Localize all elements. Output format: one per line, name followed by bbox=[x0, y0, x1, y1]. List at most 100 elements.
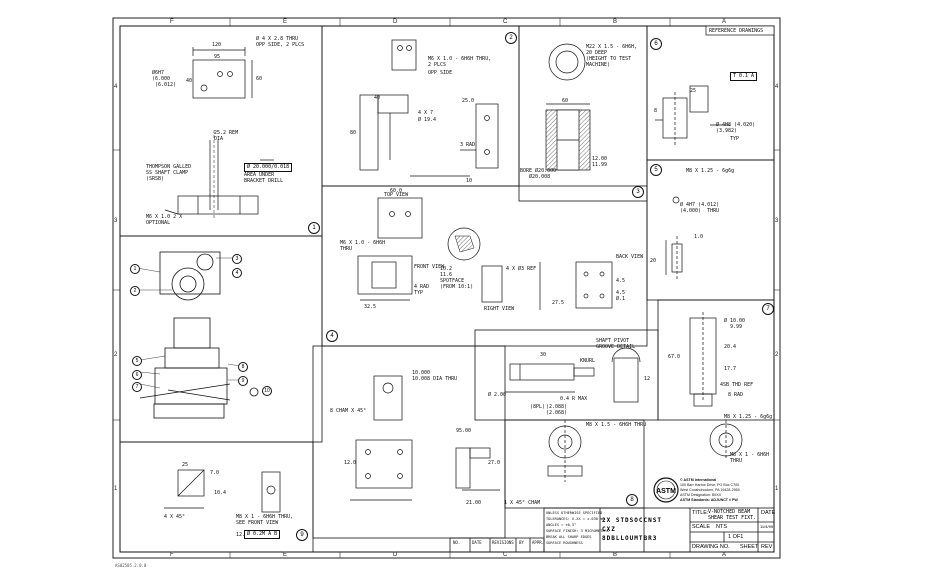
drawing-number-label: DRAWING NO. bbox=[692, 544, 730, 550]
view-number-4: 4 bbox=[326, 330, 338, 342]
v4-back-view: BACK VIEW bbox=[616, 254, 644, 260]
sheet-count: 1 OF1 bbox=[728, 534, 744, 540]
v4-dim-60: 60.0 bbox=[390, 188, 403, 194]
v1-fcf: Ø 20.000/0.018 bbox=[244, 163, 293, 172]
v3-dim-60: 60 bbox=[562, 98, 569, 104]
date-label: DATE bbox=[761, 510, 776, 516]
v8-dim-95: 95.00 bbox=[456, 428, 472, 434]
v1-dim-60: 60 bbox=[256, 76, 263, 82]
v4-right-view: RIGHT VIEW bbox=[484, 306, 515, 312]
assembly-balloon-2: 2 bbox=[130, 286, 140, 296]
v7-thread-2: M8 X 1 - 6H6H THRU bbox=[730, 452, 770, 464]
v2-dim-25: 25.0 bbox=[462, 98, 475, 104]
v3-dim-12: 12.00 bbox=[592, 156, 608, 162]
v6-fcf: T 0.1 A bbox=[730, 72, 758, 81]
v4-ref-note: 4 X Ø3 REF bbox=[506, 266, 537, 272]
company-line-5: ASTM Standards: ADJUNCT # PW bbox=[680, 498, 738, 502]
v4-front-view: FRONT VIEW bbox=[414, 264, 445, 270]
view-number-5: 5 bbox=[650, 164, 662, 176]
assembly-balloon-3: 3 bbox=[232, 254, 242, 264]
v1-clamp-label: THOMPSON GALLED SS SHAFT CLAMP (SRSB) bbox=[146, 164, 192, 182]
zone-number-right-1: 1 bbox=[775, 486, 779, 492]
v4-dim-4: 4.5 bbox=[616, 278, 626, 284]
shaft-radius: 0.4 R MAX bbox=[560, 396, 588, 402]
shaft-dim-12: 12 bbox=[644, 376, 651, 382]
v4-thru: M6 X 1.0 - 6H6H THRU bbox=[340, 240, 386, 252]
company-line-1: © ASTM International bbox=[680, 478, 717, 482]
v7-rad: 8 RAD bbox=[728, 392, 744, 398]
zone-number-right-2: 2 bbox=[775, 352, 779, 358]
view-number-9: 9 bbox=[296, 529, 308, 541]
v6-dia: Ø 4H8 (4.020) (3.982) bbox=[716, 122, 756, 134]
v7-dim-67: 67.0 bbox=[668, 354, 681, 360]
v4-spotface: 10.2 11.6 SPOTFACE (FROM 10:1) bbox=[440, 266, 474, 290]
view-number-8: 8 bbox=[626, 494, 638, 506]
rev-header-by: BY bbox=[519, 540, 524, 545]
zone-letter-bottom-b: B bbox=[613, 552, 618, 558]
v7-dim-20: 20.4 bbox=[724, 344, 737, 350]
zone-letter-bottom-c: C bbox=[503, 552, 508, 558]
zone-number-left-1: 1 bbox=[114, 486, 118, 492]
zone-letter-top-d: D bbox=[393, 19, 398, 25]
assembly-balloon-9: 9 bbox=[238, 376, 248, 386]
v5-dim-1: 1.0 bbox=[694, 234, 704, 240]
shaft-range: (2.088) (2.068) bbox=[546, 404, 568, 416]
zone-letter-top-c: C bbox=[503, 19, 508, 25]
v7-dim-17: 17.7 bbox=[724, 366, 737, 372]
v4-dia: 4.5 Ø.1 bbox=[616, 290, 626, 302]
v1-bottom-note: M6 X 1.0 2 X OPTIONAL bbox=[146, 214, 183, 226]
assembly-balloon-6: 6 bbox=[132, 370, 142, 380]
v2-thru-note: M6 X 1.0 - 6H6H THRU, 2 PLCS bbox=[428, 56, 492, 68]
v2-dim-10: 10 bbox=[466, 178, 473, 184]
v8-chamfer: 8 CHAM X 45° bbox=[330, 408, 367, 414]
v3-bore: BORE Ø20.000 Ø20.008 bbox=[520, 168, 557, 180]
v4-dim-27: 27.5 bbox=[552, 300, 565, 306]
company-line-4: ASTM Designation: B9XX bbox=[680, 493, 722, 497]
rev-header-appr: APPR. bbox=[532, 540, 545, 545]
v8-thread: M8 X 1.5 - 6H6H THRU bbox=[586, 422, 647, 428]
material-block: 2X STDSOCCNST CXZ 8DBLLOUMTBR3 bbox=[602, 517, 662, 542]
v2-dia: Ø 19.4 bbox=[418, 117, 437, 123]
v7-ref: 4SB THD REF bbox=[720, 382, 754, 388]
v9-dim-7: 7.0 bbox=[210, 470, 220, 476]
zone-letter-top-b: B bbox=[613, 19, 618, 25]
v5-dim-20: 20 bbox=[650, 258, 657, 264]
zone-number-right-4: 4 bbox=[775, 84, 779, 90]
v1-bore-note: Ø6H7 (6.000 (6.012) bbox=[152, 70, 177, 88]
zone-letter-top-a: A bbox=[722, 19, 727, 25]
v7-dia: Ø 10.00 9.99 bbox=[724, 318, 746, 330]
rev-label: REV bbox=[761, 544, 773, 550]
v1-rem-dia: 25.2 REM DIA bbox=[214, 130, 239, 142]
v9-dim-12: 12.0 bbox=[236, 532, 249, 538]
v2-4x7: 4 X 7 bbox=[418, 110, 434, 116]
v9-dim-25: 25 bbox=[182, 462, 189, 468]
shaft-knurl: KNURL bbox=[580, 358, 596, 364]
notes-line-2: ANGLES = ±0.5° bbox=[546, 523, 577, 527]
svg-text:ASTM: ASTM bbox=[656, 488, 676, 495]
title-label: TITLE: bbox=[692, 510, 709, 516]
notes-line-5: SURFACE ROUGHNESS bbox=[546, 541, 583, 545]
zone-letter-bottom-a: A bbox=[722, 552, 727, 558]
company-line-3: West Conshohocken, PA 19428-2959 bbox=[680, 488, 740, 492]
reference-drawings-header: REFERENCE DRAWINGS bbox=[709, 28, 764, 34]
shaft-8pl: (8PL) bbox=[530, 404, 546, 410]
v1-thru-note: Ø 4 X 2.8 THRU OPP SIDE, 2 PLCS bbox=[256, 36, 305, 48]
v2-dim-80: 80 bbox=[350, 130, 357, 136]
v2-rad: 3 RAD bbox=[460, 142, 476, 148]
v4-rad: 4 RAD TYP bbox=[414, 284, 430, 296]
drawing-title: V-NOTCHED BEAM SHEAR TEST FIXT. bbox=[708, 509, 757, 521]
zone-number-left-3: 3 bbox=[114, 218, 118, 224]
zone-letter-bottom-f: F bbox=[170, 552, 174, 558]
v6-dim-8: 8 bbox=[654, 108, 658, 114]
v8-dim-12: 12.0 bbox=[344, 460, 357, 466]
zone-number-right-3: 3 bbox=[775, 218, 779, 224]
v1-dim-95: 95 bbox=[214, 54, 221, 60]
notes-line-3: SURFACE FINISH: 3 MICROMETERS bbox=[546, 529, 609, 533]
v3-dim-11: 11.99 bbox=[592, 162, 608, 168]
notes-header: UNLESS OTHERWISE SPECIFIED bbox=[546, 511, 603, 515]
notes-line-4: BREAK ALL SHARP EDGES bbox=[546, 535, 592, 539]
view-number-1: 1 bbox=[308, 222, 320, 234]
v1-dim-120: 120 bbox=[212, 42, 222, 48]
view-number-6: 6 bbox=[650, 38, 662, 50]
